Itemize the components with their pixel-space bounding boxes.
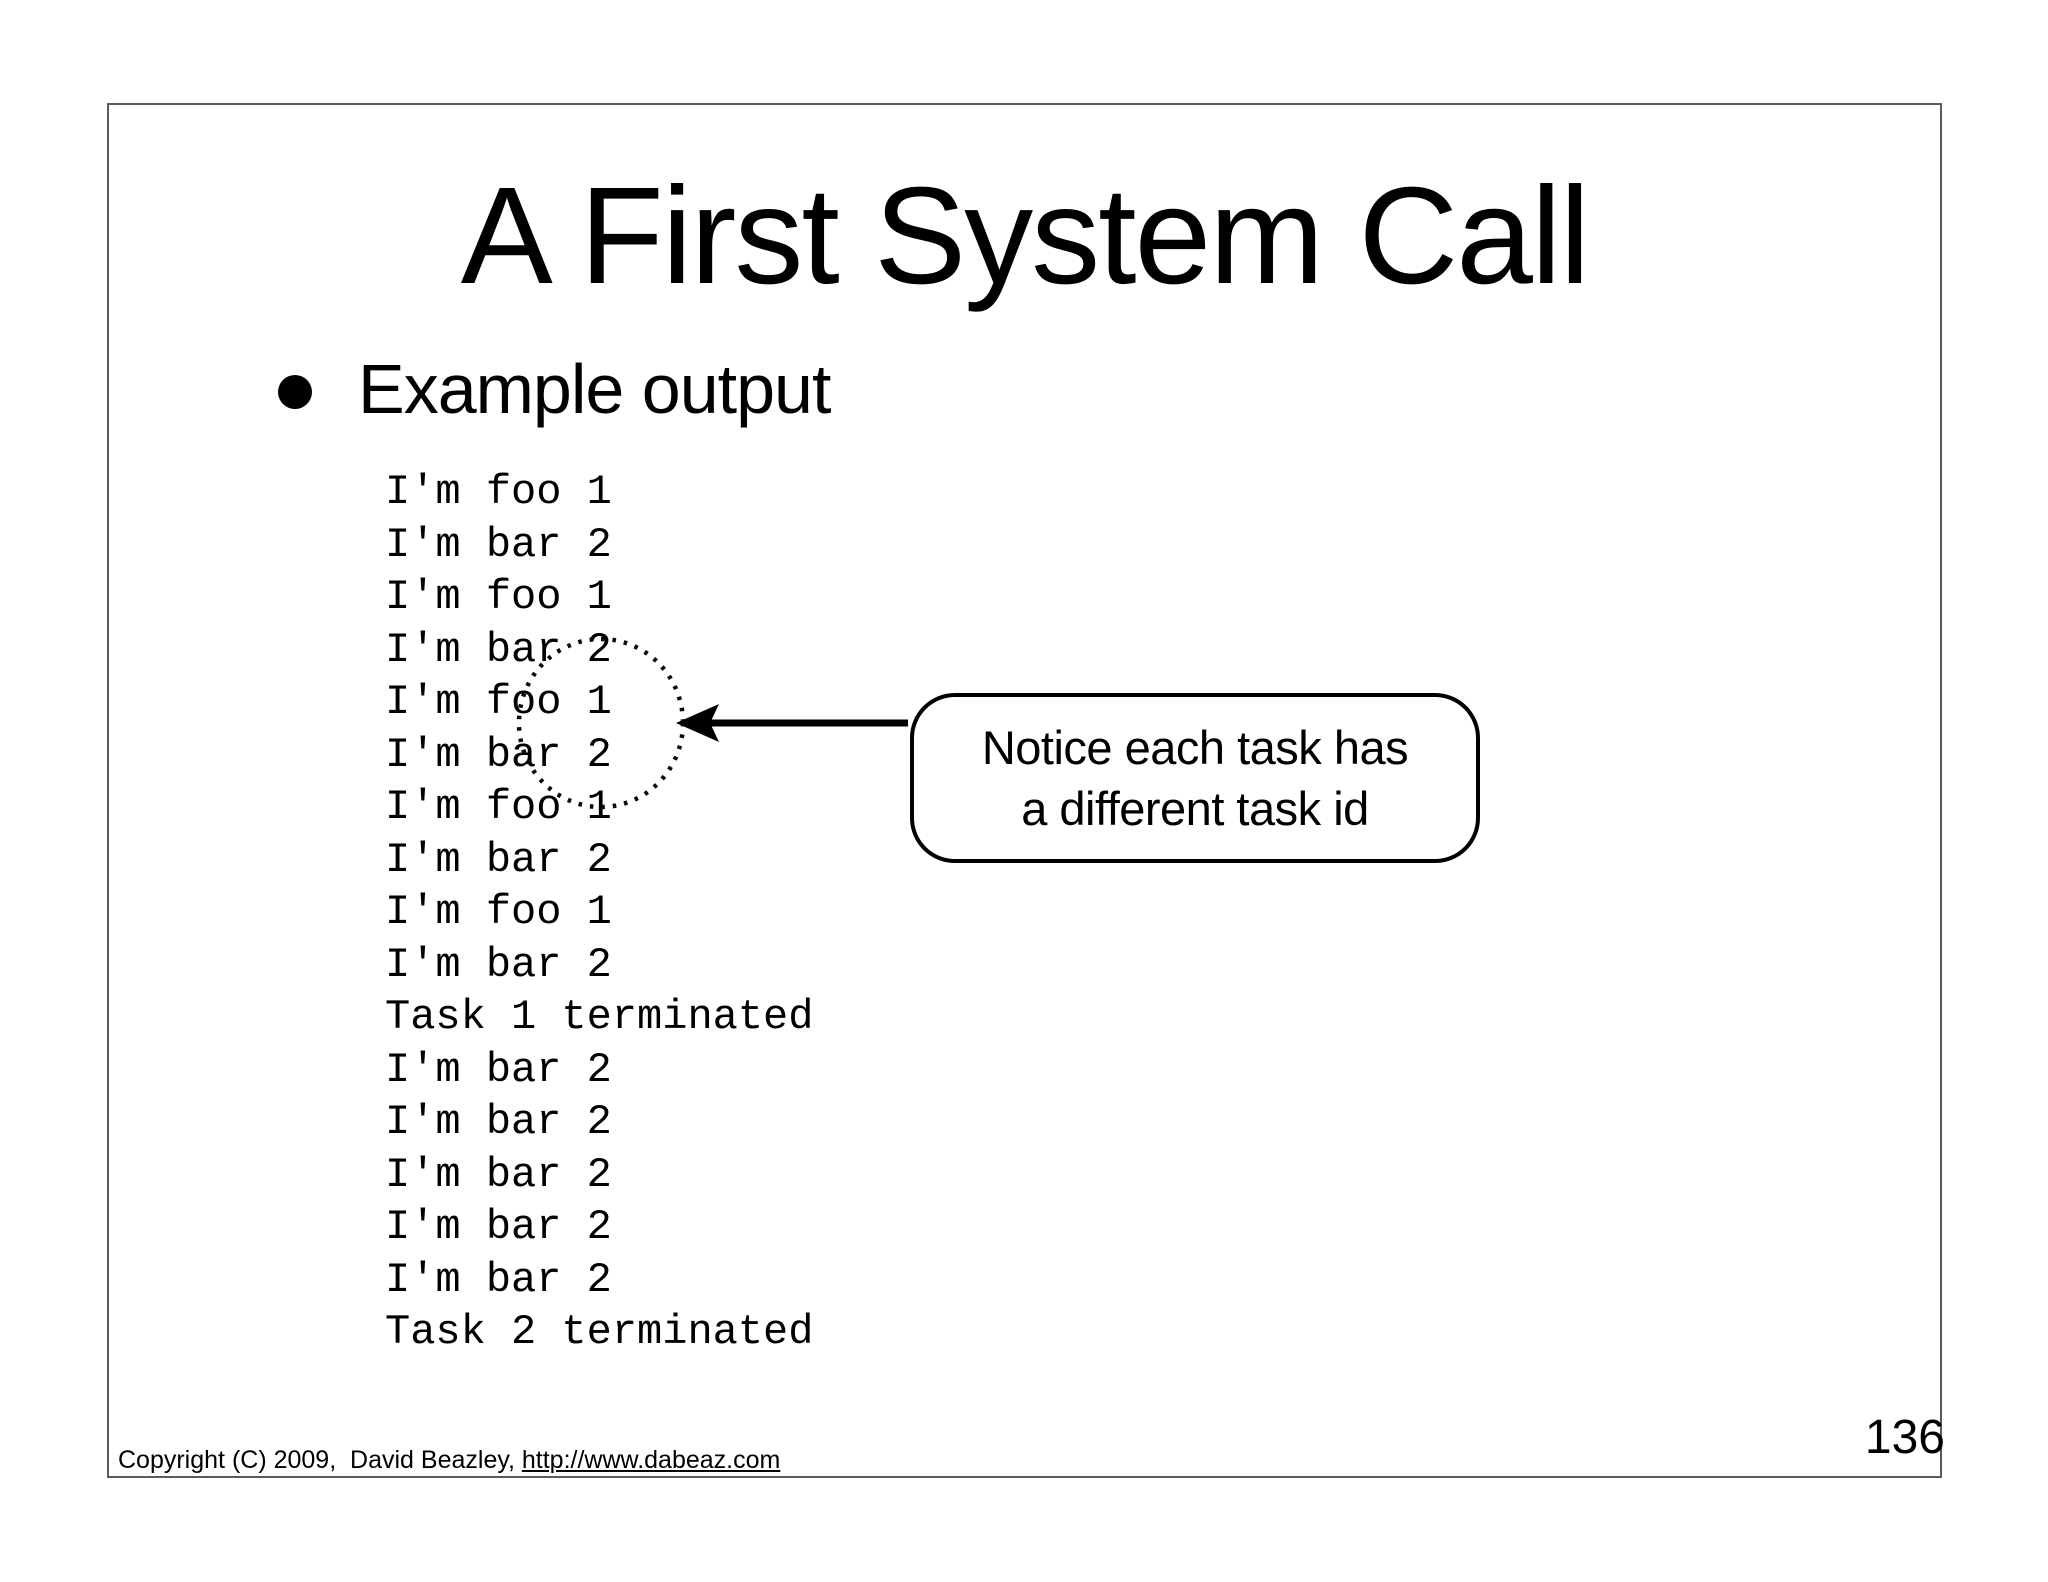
copyright-text: Copyright (C) 2009, David Beazley, — [118, 1446, 522, 1474]
output-line: I'm foo 1 — [385, 783, 612, 831]
callout-note: Notice each task has a different task id — [910, 693, 1480, 863]
output-line: I'm bar 2 — [385, 1150, 612, 1199]
output-line: I'm bar 2 — [385, 940, 612, 989]
output-line: I'm foo 1 — [385, 468, 612, 516]
bullet-icon — [278, 375, 312, 409]
output-line: I'm bar 2 — [385, 520, 612, 569]
slide-title: A First System Call — [460, 159, 1591, 313]
callout-line: a different task id — [1021, 782, 1369, 835]
output-line: I'm bar 2 — [385, 1255, 612, 1304]
output-line: I'm bar 2 — [385, 730, 612, 779]
output-line: I'm bar 2 — [385, 1203, 612, 1251]
output-line: Task 1 terminated — [385, 993, 814, 1041]
output-line: Task 2 terminated — [385, 1308, 814, 1356]
output-line: I'm bar 2 — [385, 1098, 612, 1146]
callout-line: Notice each task has — [981, 721, 1409, 774]
footer-link[interactable]: http://www.dabeaz.com — [521, 1446, 781, 1474]
output-line: I'm bar 2 — [385, 835, 612, 884]
output-line: I'm foo 1 — [385, 573, 612, 621]
footer-copyright: Copyright (C) 2009, David Beazley, http:… — [118, 1446, 781, 1475]
output-line: I'm bar 2 — [385, 625, 612, 674]
output-line: I'm foo 1 — [385, 678, 612, 726]
bullet-label: Example output — [358, 350, 831, 428]
output-line: I'm bar 2 — [385, 1045, 612, 1094]
page-number: 136 — [1864, 1411, 1945, 1464]
output-line: I'm foo 1 — [385, 888, 612, 936]
